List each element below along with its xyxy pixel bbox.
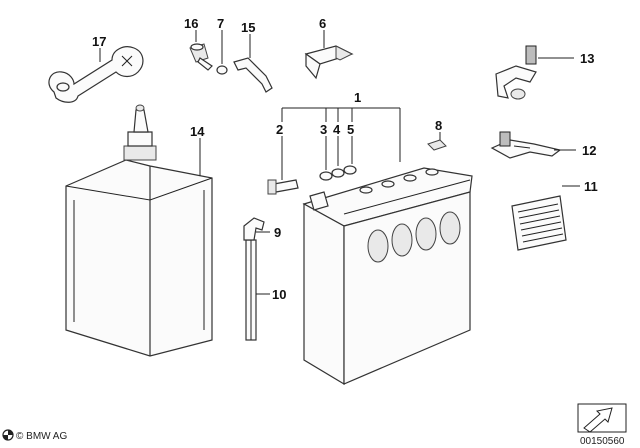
direction-arrow-icon [577, 403, 627, 433]
callout-10: 10 [272, 287, 286, 302]
drawing-number: 00150560 [580, 436, 625, 447]
vent-hose-part[interactable] [245, 239, 257, 341]
wrench-part[interactable] [48, 46, 144, 103]
callout-7: 7 [217, 16, 224, 31]
washer-part-7[interactable] [216, 65, 228, 75]
washer-set-part[interactable] [319, 165, 357, 181]
callout-labels: 17 16 7 15 6 1 2 3 4 5 8 13 12 11 14 9 1… [92, 16, 598, 302]
callout-17: 17 [92, 34, 106, 49]
callout-2: 2 [276, 122, 283, 137]
hose-elbow-part[interactable] [243, 217, 265, 241]
callout-14: 14 [190, 124, 205, 139]
callout-15: 15 [241, 20, 255, 35]
callout-16: 16 [184, 16, 198, 31]
callout-9: 9 [274, 225, 281, 240]
terminal-bolt-part[interactable] [267, 179, 299, 195]
copyright-text: © BMW AG [16, 431, 67, 442]
callout-4: 4 [333, 122, 341, 137]
cable-bracket-part[interactable] [233, 57, 273, 93]
callout-13: 13 [580, 51, 594, 66]
callout-3: 3 [320, 122, 327, 137]
battery-part[interactable] [302, 167, 473, 386]
terminal-clamp-part-2[interactable] [490, 131, 562, 159]
callout-8: 8 [435, 118, 442, 133]
callout-1: 1 [354, 90, 361, 105]
leader-lines [99, 30, 580, 295]
callout-12: 12 [582, 143, 596, 158]
callout-11: 11 [584, 179, 598, 194]
cover-bracket-part[interactable] [304, 45, 354, 80]
battery-label-part[interactable] [511, 195, 567, 251]
vent-plug-part[interactable] [427, 139, 447, 151]
vent-fitting-part[interactable] [189, 43, 213, 71]
acid-container-part[interactable] [65, 104, 213, 357]
bmw-logo-icon [2, 429, 14, 441]
terminal-clamp-part[interactable] [495, 45, 537, 100]
callout-5: 5 [347, 122, 354, 137]
callout-6: 6 [319, 16, 326, 31]
